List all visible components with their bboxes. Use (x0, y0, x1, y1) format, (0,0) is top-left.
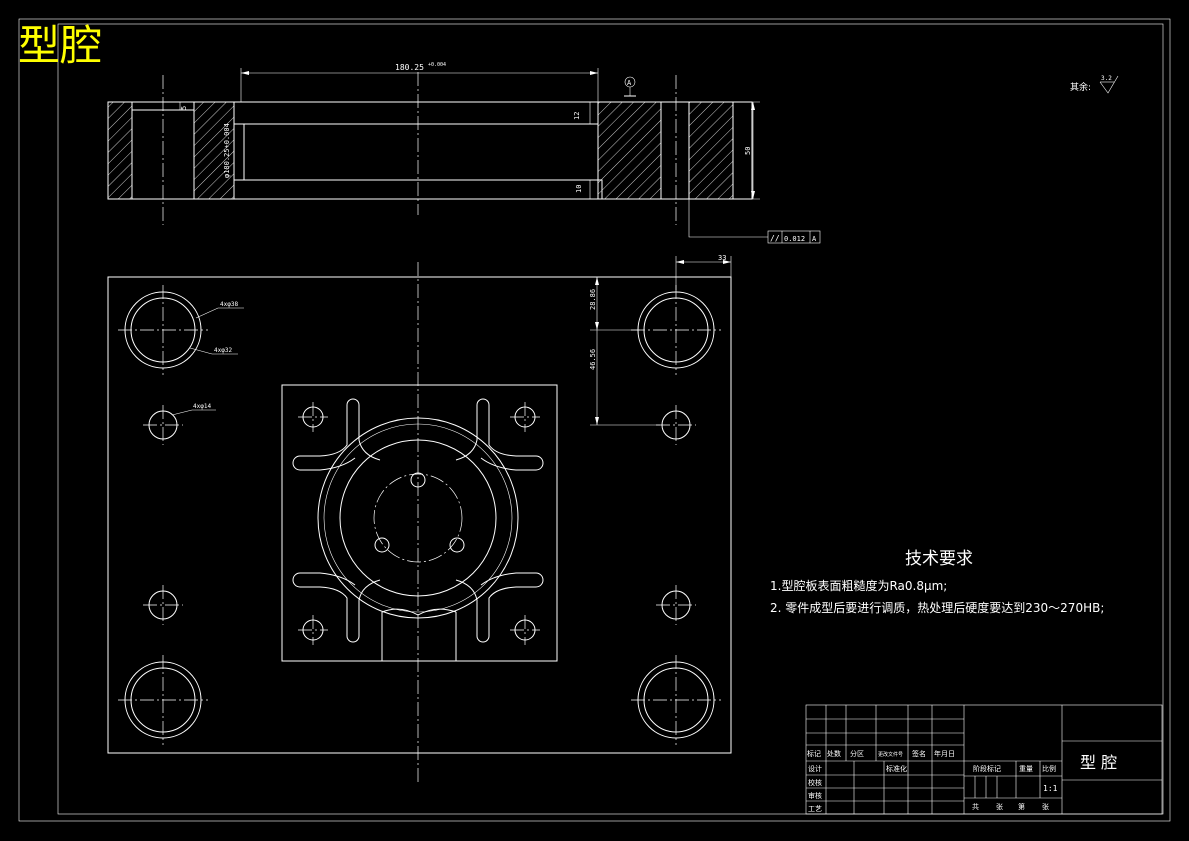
dim-step: 5 (180, 106, 188, 110)
label-date: 年月日 (934, 749, 955, 758)
section-hatch-left-inner (193, 101, 235, 200)
tech-requirement-item: 1.型腔板表面粗糙度为Ra0.8μm; (770, 578, 947, 593)
gdt-symbol: // (770, 234, 780, 243)
label-review: 审核 (808, 791, 822, 800)
dim-depth-top: 12 (573, 112, 581, 120)
cavity-outer (317, 417, 519, 619)
dim-width: 180.25 (395, 63, 424, 72)
dim-bore: φ180.25+0.004 (223, 123, 231, 178)
pin-pitch-circle (373, 473, 463, 563)
screw-hole (143, 585, 183, 625)
insert-hole (510, 615, 540, 645)
outer-frame (18, 18, 1171, 822)
roughness-label: 其余: (1070, 81, 1091, 93)
pin-hole (410, 472, 426, 488)
label-total: 共 (972, 802, 979, 811)
gdt-value: 0.012 (784, 235, 805, 243)
guide-hole-bl (118, 655, 208, 745)
pin-hole (374, 537, 390, 553)
cavity-ring (323, 423, 513, 613)
label-mark: 标记 (807, 749, 821, 758)
section-hatch-right-outer (688, 101, 734, 200)
scale-value: 1:1 (1043, 784, 1058, 793)
roughness-note: 其余: 3.2 (1070, 75, 1119, 94)
label-check: 校核 (808, 778, 822, 787)
guide-hole-br (631, 655, 721, 745)
hole-label-1: 4xφ38 (220, 301, 238, 308)
insert-outline (281, 384, 558, 662)
gdt-frame (767, 230, 821, 244)
roughness-symbol-icon (1099, 75, 1119, 94)
screw-hole (143, 405, 183, 445)
label-zone: 分区 (850, 749, 864, 758)
title-block: 型 腔 1:1 标记 处数 分区 更改文件号 签名 年月日 设计 标准化 校核 … (805, 704, 1163, 815)
label-change-doc: 更改文件号 (878, 751, 903, 758)
cavity-inner (339, 439, 497, 597)
hole-label-3: 4xφ14 (193, 403, 211, 410)
screw-hole (656, 585, 696, 625)
plate-outline (107, 276, 732, 754)
inner-frame (57, 23, 1164, 815)
guide-hole-tl (118, 285, 208, 375)
pin-hole (449, 537, 465, 553)
roughness-value: 3.2 (1101, 75, 1112, 82)
datum-label: A (627, 79, 632, 87)
plan-view: 33 28.86 46.56 4xφ38 4xφ32 4xφ14 (107, 254, 732, 785)
label-page-end: 张 (1042, 802, 1049, 811)
dim-width-tol: +0.004 (428, 62, 446, 68)
label-weight: 重量 (1019, 765, 1033, 773)
label-stage: 阶段标记 (973, 764, 1001, 773)
dim-height: 50 (744, 147, 752, 155)
label-standardize: 标准化 (886, 764, 907, 773)
guide-hole-tr (631, 285, 721, 375)
label-page: 第 (1018, 802, 1025, 811)
cavity-bottom (234, 179, 603, 199)
label-count: 处数 (827, 749, 841, 758)
dim-vertical-1: 28.86 (589, 289, 597, 310)
label-design: 设计 (808, 764, 822, 773)
dim-depth-bottom: 10 (575, 185, 583, 193)
insert-hole (298, 402, 328, 432)
part-name: 型 腔 (1080, 753, 1117, 772)
label-ratio: 比例 (1042, 764, 1056, 773)
cavity-top (233, 102, 599, 125)
gdt-datum: A (812, 235, 817, 243)
tech-requirements: 技术要求 1.型腔板表面粗糙度为Ra0.8μm; 2. 零件成型后要进行调质，热… (770, 549, 1104, 615)
insert-hole (510, 402, 540, 432)
tech-requirements-heading: 技术要求 (905, 549, 973, 569)
label-sheet: 张 (996, 802, 1003, 811)
dim-vertical-2: 46.56 (589, 349, 597, 370)
label-sign: 签名 (912, 749, 926, 758)
tech-requirement-item: 2. 零件成型后要进行调质，热处理后硬度要达到230～270HB; (770, 600, 1104, 615)
dim-edge: 33 (718, 254, 726, 262)
section-view: 180.25 +0.004 A 5 12 10 φ180.25+0.004 50… (107, 62, 821, 244)
section-hatch-left (107, 101, 133, 200)
screw-hole (656, 405, 696, 445)
section-hatch-right (597, 101, 662, 200)
page-title: 型腔 (18, 21, 102, 70)
label-process: 工艺 (808, 805, 822, 813)
hole-label-2: 4xφ32 (214, 347, 232, 354)
insert-hole (298, 615, 328, 645)
